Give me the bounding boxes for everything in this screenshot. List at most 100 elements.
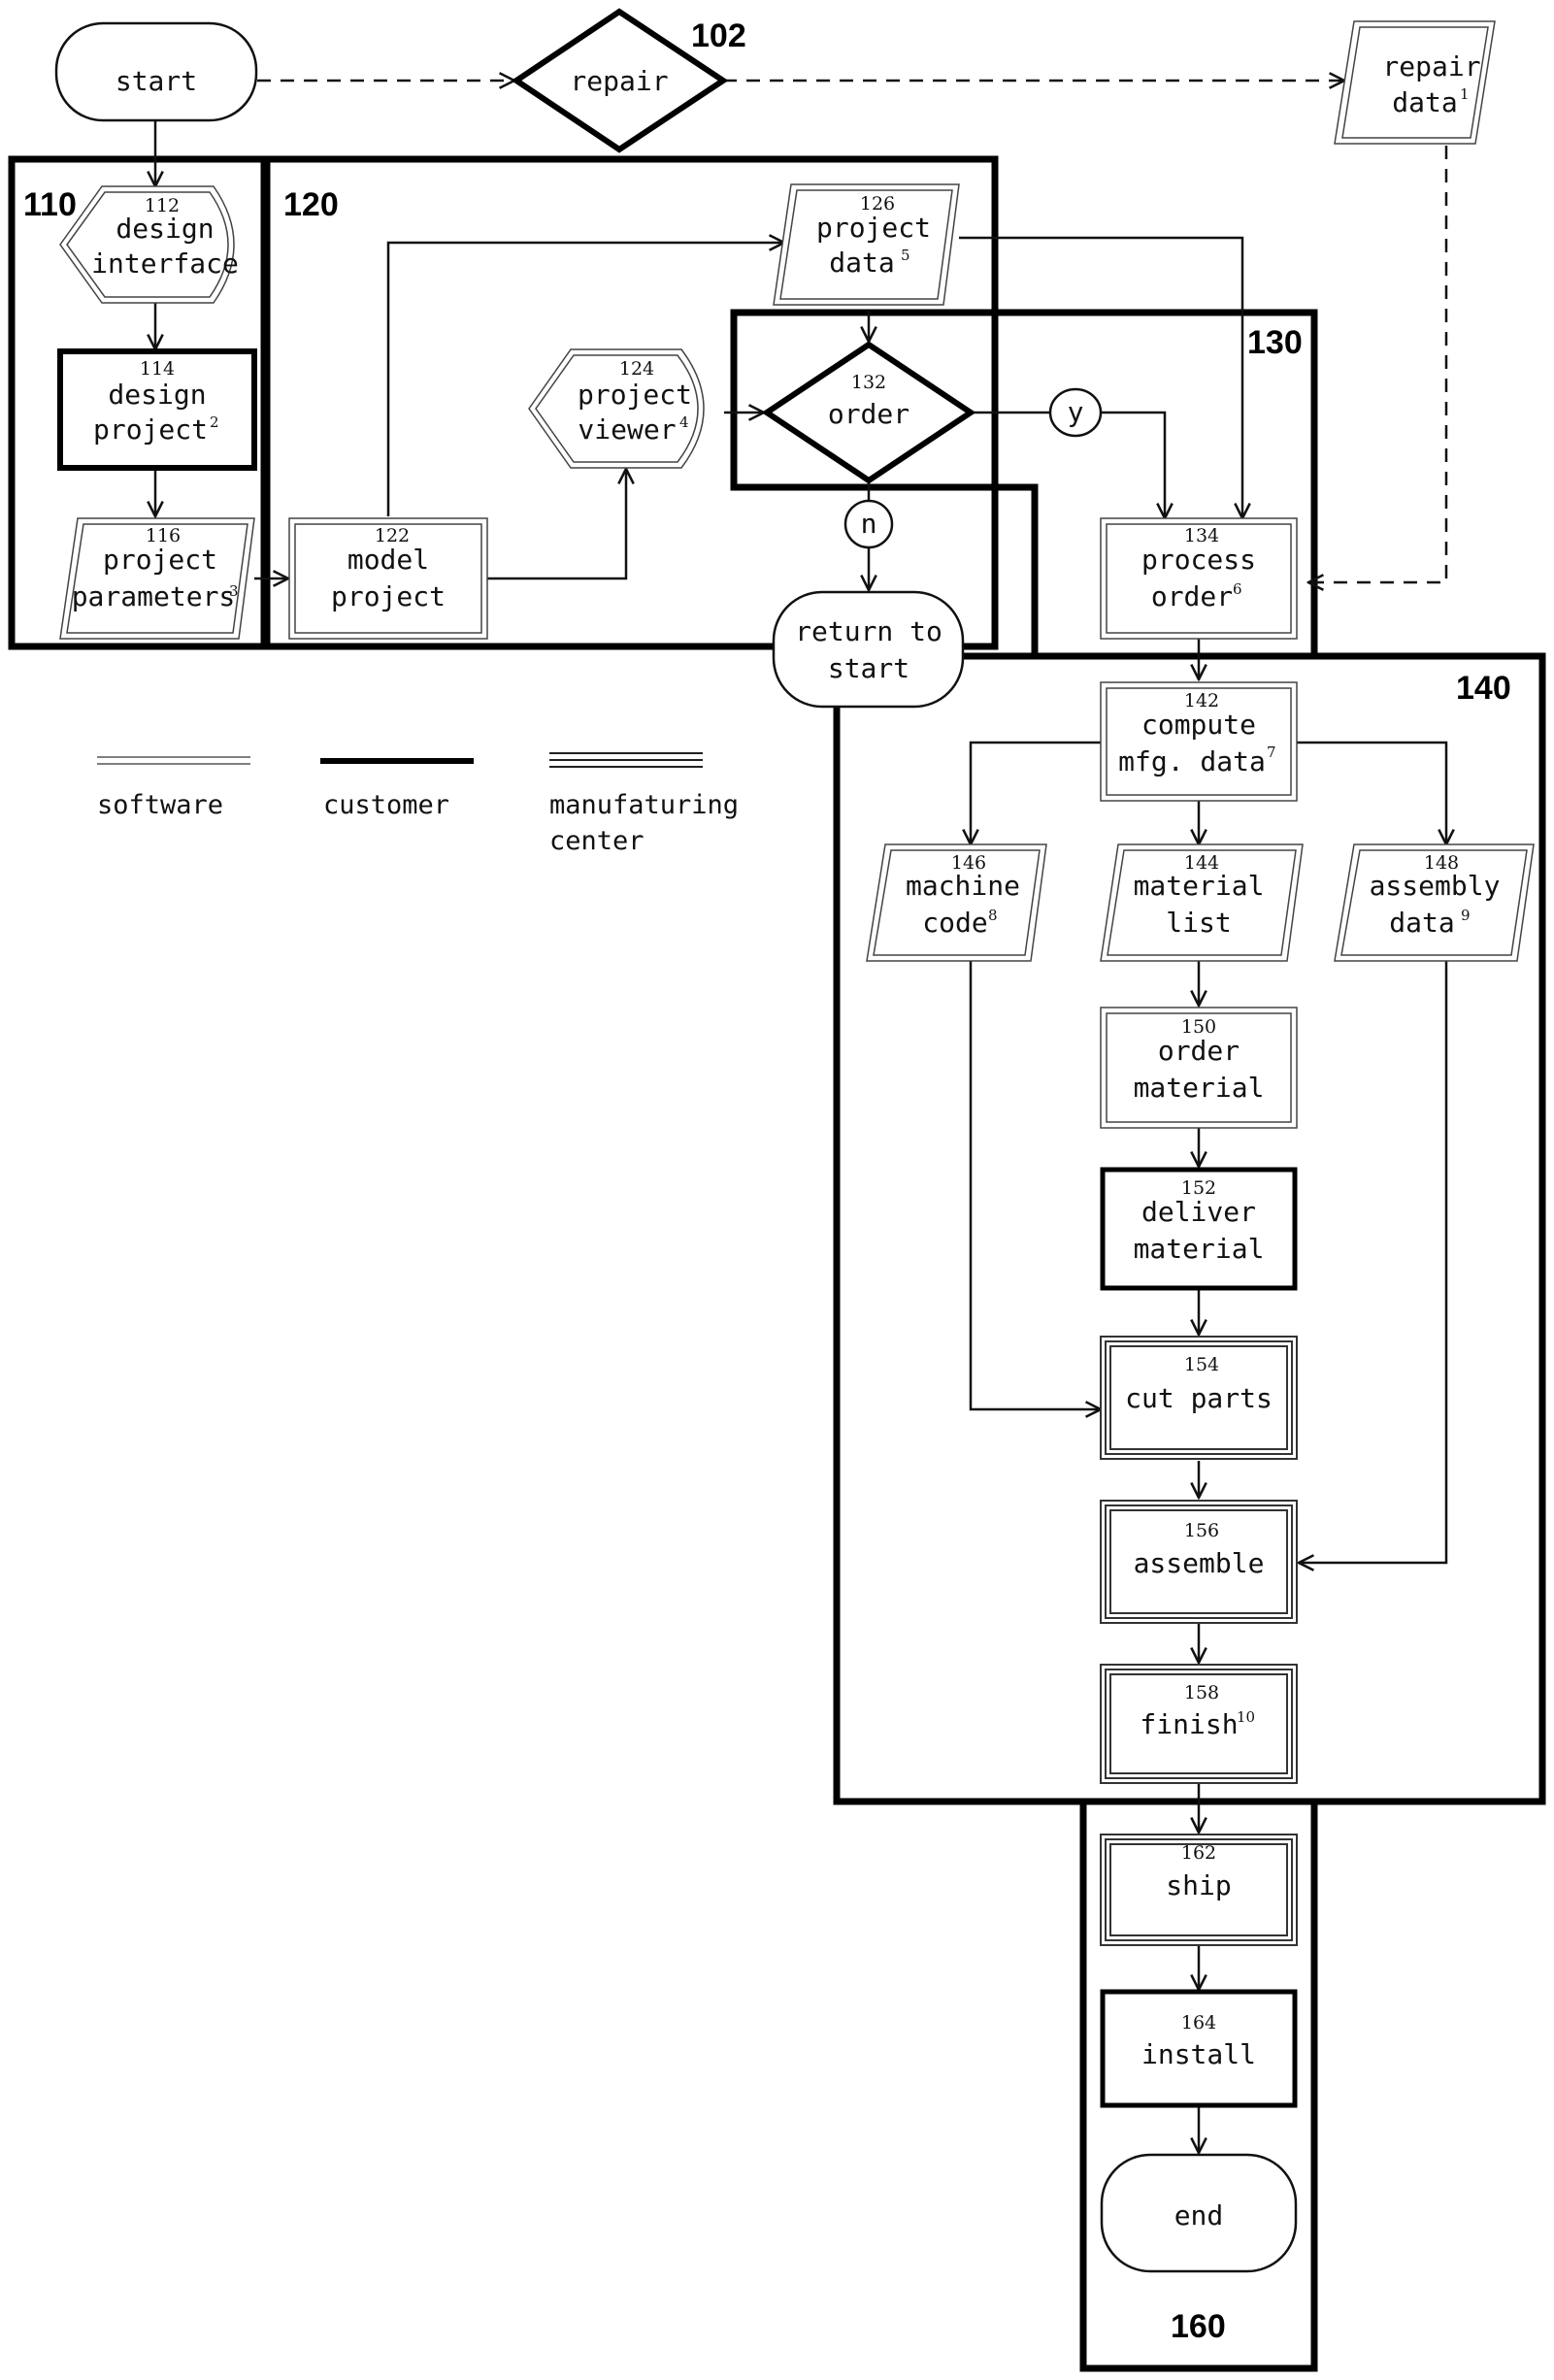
node-134-label-2: order bbox=[1151, 580, 1233, 612]
node-152-label-1: deliver bbox=[1141, 1196, 1256, 1228]
end-label: end bbox=[1174, 2199, 1224, 2231]
node-142-label-2: mfg. data bbox=[1118, 745, 1266, 777]
node-148: 148 assembly data 9 bbox=[1335, 844, 1534, 961]
legend-software-label: software bbox=[97, 790, 223, 820]
repair-label: repair bbox=[570, 65, 668, 97]
node-164-number: 164 bbox=[1181, 2012, 1216, 2033]
node-150: 150 order material bbox=[1101, 1008, 1297, 1128]
legend: software customer manufaturing center bbox=[97, 753, 739, 856]
node-146-label-2: code bbox=[922, 907, 987, 939]
region-label-130: 130 bbox=[1247, 324, 1303, 361]
node-start: start bbox=[56, 23, 256, 120]
connector-repairdata-134 bbox=[1308, 146, 1446, 582]
node-126-label-2: data bbox=[829, 247, 894, 279]
node-154: 154 cut parts bbox=[1101, 1337, 1297, 1459]
legend-manufacturing: manufaturing center bbox=[549, 753, 739, 856]
node-114: 114 design project 2 bbox=[60, 351, 254, 468]
node-126-label-1: project bbox=[816, 212, 931, 244]
node-164-label: install bbox=[1141, 2038, 1256, 2070]
node-134-sup: 6 bbox=[1233, 580, 1242, 598]
legend-customer-label: customer bbox=[323, 790, 449, 820]
node-146-sup: 8 bbox=[988, 907, 998, 924]
connector-142-148 bbox=[1296, 743, 1446, 844]
node-162-number: 162 bbox=[1181, 1842, 1216, 1864]
node-142-sup: 7 bbox=[1267, 744, 1276, 761]
node-124-label-2: viewer bbox=[578, 413, 676, 446]
repair-data-label-1: repair bbox=[1382, 50, 1480, 83]
connector-yes-134 bbox=[1101, 413, 1165, 518]
region-label-102: 102 bbox=[691, 17, 746, 54]
node-116: 116 project parameters 3 bbox=[60, 518, 254, 639]
node-126-sup: 5 bbox=[901, 247, 910, 264]
node-112-label-2: interface bbox=[91, 248, 239, 280]
no-label: n bbox=[861, 508, 877, 540]
node-158-number: 158 bbox=[1184, 1682, 1219, 1703]
node-126: 126 project data 5 bbox=[774, 184, 959, 305]
return-label-1: return to bbox=[795, 615, 942, 647]
yes-label: y bbox=[1068, 396, 1084, 428]
node-142: 142 compute mfg. data 7 bbox=[1101, 682, 1297, 801]
node-158-label: finish bbox=[1140, 1708, 1238, 1740]
repair-data-sup: 1 bbox=[1460, 85, 1470, 103]
node-116-label-1: project bbox=[103, 544, 217, 576]
node-154-number: 154 bbox=[1184, 1354, 1219, 1375]
node-158-sup: 10 bbox=[1237, 1708, 1255, 1726]
region-label-110: 110 bbox=[23, 186, 77, 223]
node-132: 132 order bbox=[767, 345, 971, 480]
node-146: 146 machine code 8 bbox=[867, 844, 1046, 961]
node-124-label-1: project bbox=[578, 379, 692, 411]
node-144-label-2: list bbox=[1166, 907, 1231, 939]
node-144-label-1: material bbox=[1134, 870, 1265, 902]
node-122-label-1: model bbox=[347, 544, 429, 576]
node-114-label-2: project bbox=[93, 413, 208, 446]
node-114-number: 114 bbox=[140, 358, 175, 380]
return-terminal-shape bbox=[774, 592, 963, 707]
connector-148-156 bbox=[1299, 961, 1446, 1563]
node-yes: y bbox=[1050, 389, 1101, 436]
region-label-120: 120 bbox=[283, 186, 339, 223]
node-114-sup: 2 bbox=[210, 413, 219, 431]
region-boundaries bbox=[12, 159, 1542, 2368]
node-124-sup: 4 bbox=[679, 413, 689, 431]
node-154-label: cut parts bbox=[1125, 1382, 1273, 1414]
node-114-label-1: design bbox=[108, 379, 206, 411]
node-134-label-1: process bbox=[1141, 544, 1256, 576]
node-150-label-1: order bbox=[1158, 1035, 1240, 1067]
node-112-label-1: design bbox=[116, 213, 214, 245]
node-116-label-2: parameters bbox=[72, 580, 236, 612]
node-156-label: assemble bbox=[1134, 1547, 1265, 1579]
node-return: return to start bbox=[774, 592, 963, 707]
node-144: 144 material list bbox=[1101, 844, 1303, 961]
node-132-label: order bbox=[828, 398, 909, 430]
node-112: 112 design interface bbox=[60, 186, 239, 303]
node-132-number: 132 bbox=[851, 372, 886, 393]
node-124: 124 project viewer 4 bbox=[529, 349, 704, 468]
node-164: 164 install bbox=[1103, 1992, 1295, 2105]
node-162: 162 ship bbox=[1101, 1835, 1297, 1945]
node-162-label: ship bbox=[1166, 1869, 1231, 1901]
return-label-2: start bbox=[828, 652, 909, 684]
node-146-label-1: machine bbox=[906, 870, 1020, 902]
node-no: n bbox=[845, 501, 892, 547]
legend-software: software bbox=[97, 757, 250, 820]
node-148-label-2: data bbox=[1389, 907, 1454, 939]
node-148-label-1: assembly bbox=[1370, 870, 1501, 902]
legend-customer: customer bbox=[320, 761, 474, 820]
node-142-label-1: compute bbox=[1141, 709, 1256, 741]
legend-manufacturing-label-2: center bbox=[549, 826, 645, 856]
node-122-label-2: project bbox=[331, 580, 446, 612]
region-label-160: 160 bbox=[1171, 2308, 1226, 2345]
repair-data-shape-outer bbox=[1335, 21, 1495, 144]
node-repair-data: repair data 1 bbox=[1335, 21, 1495, 144]
connector-126-134 bbox=[959, 238, 1242, 518]
repair-data-label-2: data bbox=[1392, 86, 1457, 118]
node-156: 156 assemble bbox=[1101, 1501, 1297, 1623]
connector-142-146 bbox=[971, 743, 1102, 844]
node-156-number: 156 bbox=[1184, 1520, 1219, 1541]
region-label-140: 140 bbox=[1456, 670, 1511, 707]
connector-122-124 bbox=[487, 469, 626, 578]
connector-146-154 bbox=[971, 961, 1101, 1409]
node-122: 122 model project bbox=[289, 518, 487, 639]
start-label: start bbox=[116, 65, 197, 97]
